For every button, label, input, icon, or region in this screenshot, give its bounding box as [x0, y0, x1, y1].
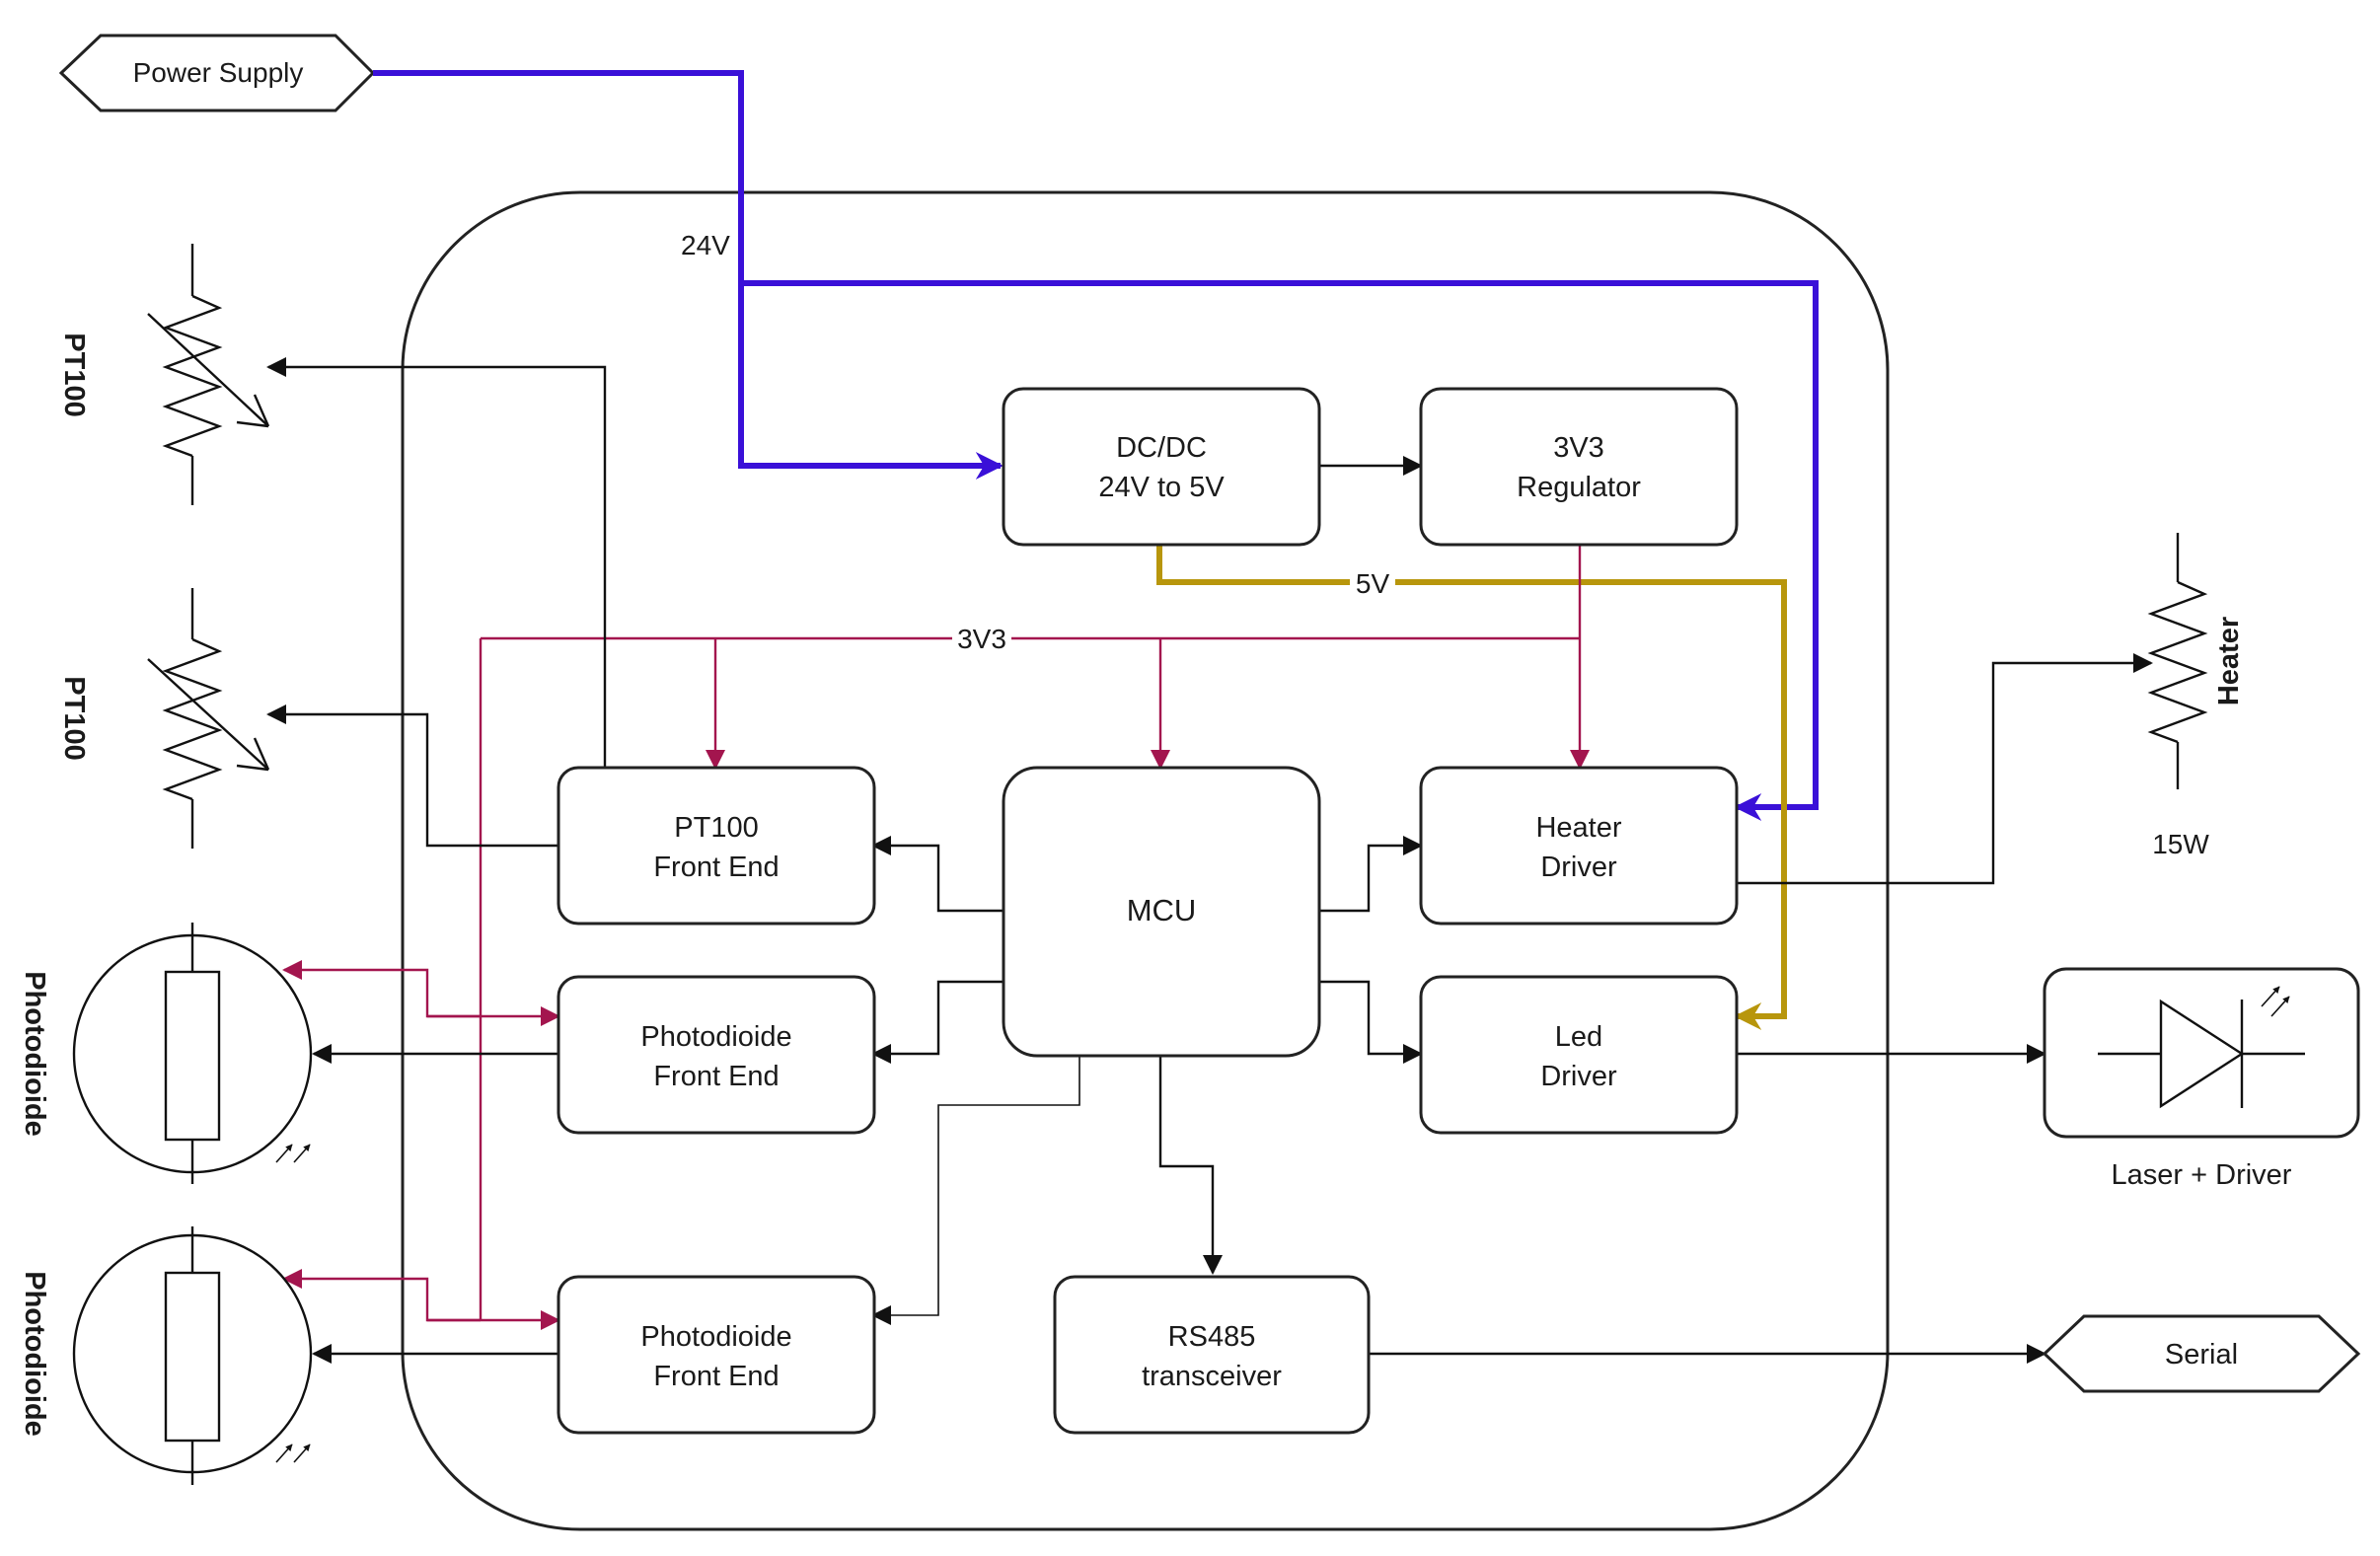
- pd-fe1-subtitle: Front End: [653, 1061, 779, 1092]
- heater-driver-block: Heater Driver: [1419, 766, 1739, 926]
- mcu-block: MCU: [1002, 766, 1321, 1058]
- pt100-sensor-2-label: PT100: [58, 676, 90, 760]
- pd-fe1-title: Photodioide: [640, 1021, 791, 1053]
- rail-24v-label: 24V: [681, 230, 730, 260]
- laser-driver-block: Laser + Driver: [2043, 967, 2360, 1191]
- dcdc-block: DC/DC 24V to 5V: [1002, 387, 1321, 547]
- pd-fe2-subtitle: Front End: [653, 1361, 779, 1392]
- photodiode-sensor-1: Photodioide: [19, 923, 313, 1184]
- dcdc-subtitle: 24V to 5V: [1098, 472, 1225, 503]
- heater-power-label: 15W: [2152, 829, 2209, 859]
- heater-driver-subtitle: Driver: [1540, 852, 1617, 883]
- pt100-sensor-1: PT100: [58, 244, 270, 505]
- pt100-fe-title: PT100: [674, 812, 758, 844]
- mcu-label: MCU: [1127, 893, 1197, 927]
- photodiode-sensor-2: Photodioide: [19, 1226, 313, 1485]
- power-supply-label: Power Supply: [133, 57, 304, 88]
- led-driver-block: Led Driver: [1419, 975, 1739, 1135]
- photodiode-front-end-2-block: Photodioide Front End: [557, 1275, 876, 1435]
- rs485-block: RS485 transceiver: [1053, 1275, 1371, 1435]
- led-driver-subtitle: Driver: [1540, 1061, 1617, 1092]
- led-driver-title: Led: [1555, 1021, 1602, 1053]
- signal-wiring: [266, 357, 2153, 1364]
- pt100-sensor-1-label: PT100: [58, 333, 90, 416]
- rail-3v3: 3V3: [282, 545, 1590, 1330]
- board-outline: [401, 190, 1890, 1531]
- rail-24v: 24V: [373, 70, 1819, 821]
- photodiode-sensor-2-label: Photodioide: [19, 1271, 50, 1437]
- pt100-sensor-2: PT100: [58, 588, 270, 849]
- regulator-subtitle: Regulator: [1517, 472, 1641, 503]
- laser-driver-label: Laser + Driver: [2112, 1159, 2292, 1191]
- heater-driver-title: Heater: [1535, 812, 1621, 844]
- pt100-fe-subtitle: Front End: [653, 852, 779, 883]
- rail-5v: 5V: [1156, 545, 1787, 1030]
- rail-5v-label: 5V: [1356, 568, 1390, 599]
- heater-element: Heater 15W: [2147, 533, 2245, 859]
- regulator-title: 3V3: [1553, 432, 1604, 464]
- photodiode-sensor-1-label: Photodioide: [19, 971, 50, 1137]
- power-supply-port: Power Supply: [58, 34, 376, 112]
- pd-fe2-title: Photodioide: [640, 1321, 791, 1353]
- dcdc-title: DC/DC: [1116, 432, 1207, 464]
- serial-label: Serial: [2165, 1339, 2238, 1371]
- rs485-title: RS485: [1168, 1321, 1256, 1353]
- regulator-block: 3V3 Regulator: [1419, 387, 1739, 547]
- serial-port: Serial: [2042, 1314, 2361, 1393]
- rs485-subtitle: transceiver: [1142, 1361, 1282, 1392]
- rail-3v3-label: 3V3: [957, 624, 1006, 654]
- pt100-front-end-block: PT100 Front End: [557, 766, 876, 926]
- heater-label: Heater: [2213, 617, 2245, 705]
- photodiode-front-end-1-block: Photodioide Front End: [557, 975, 876, 1135]
